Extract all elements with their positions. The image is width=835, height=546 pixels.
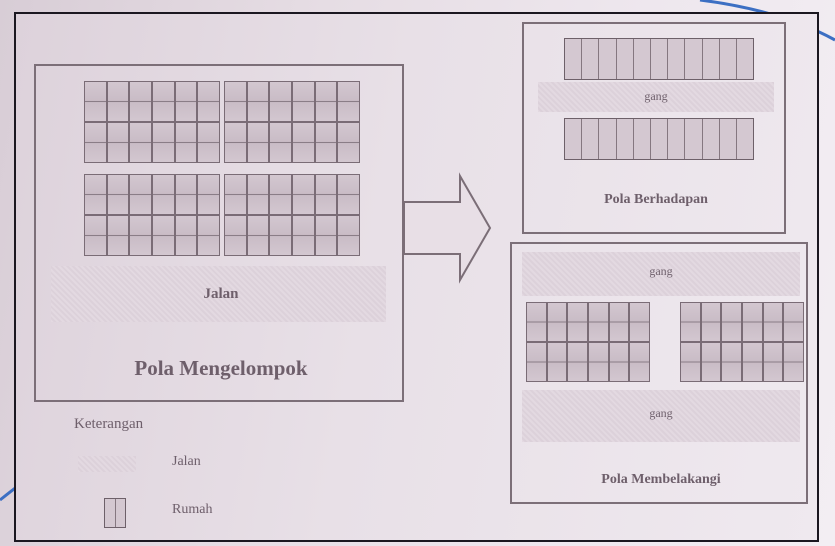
jalan-road (51, 266, 386, 322)
house-block-bottom-left (84, 174, 220, 256)
diagram-frame: Jalan Pola Mengelompok gang Pola Berhada… (14, 12, 819, 542)
legend-rumah-label: Rumah (172, 502, 213, 517)
pola-berhadapan-title: Pola Berhadapan (604, 192, 708, 207)
pola-membelakangi-title: Pola Membelakangi (601, 472, 721, 487)
gang-road-top (538, 82, 774, 112)
pola-membelakangi-box: gang gang Pola Membelakangi (510, 242, 808, 504)
legend-jalan-swatch (78, 456, 136, 472)
right-arrow-icon (403, 172, 492, 284)
pola-berhadapan-box: gang Pola Berhadapan (522, 22, 786, 234)
house-block-top-left (84, 81, 220, 163)
house-block-top-right (224, 81, 360, 163)
house-block-left (526, 302, 650, 382)
house-block-bottom-right (224, 174, 360, 256)
gang-label-top: gang (644, 89, 668, 103)
gang-label-bottom: gang (649, 406, 673, 420)
house-row-bottom (564, 118, 754, 160)
house-row-top (564, 38, 754, 80)
legend-jalan-label: Jalan (172, 454, 201, 469)
pola-mengelompok-box: Jalan Pola Mengelompok (34, 64, 404, 402)
house-block-right (680, 302, 804, 382)
keterangan-label: Keterangan (74, 416, 144, 432)
pola-mengelompok-title: Pola Mengelompok (134, 356, 308, 380)
gang-road-mid (522, 252, 800, 296)
jalan-label: Jalan (203, 286, 239, 302)
gang-road-bottom (522, 390, 800, 442)
gang-label-mid: gang (649, 264, 673, 278)
legend-rumah-icon (104, 498, 126, 528)
